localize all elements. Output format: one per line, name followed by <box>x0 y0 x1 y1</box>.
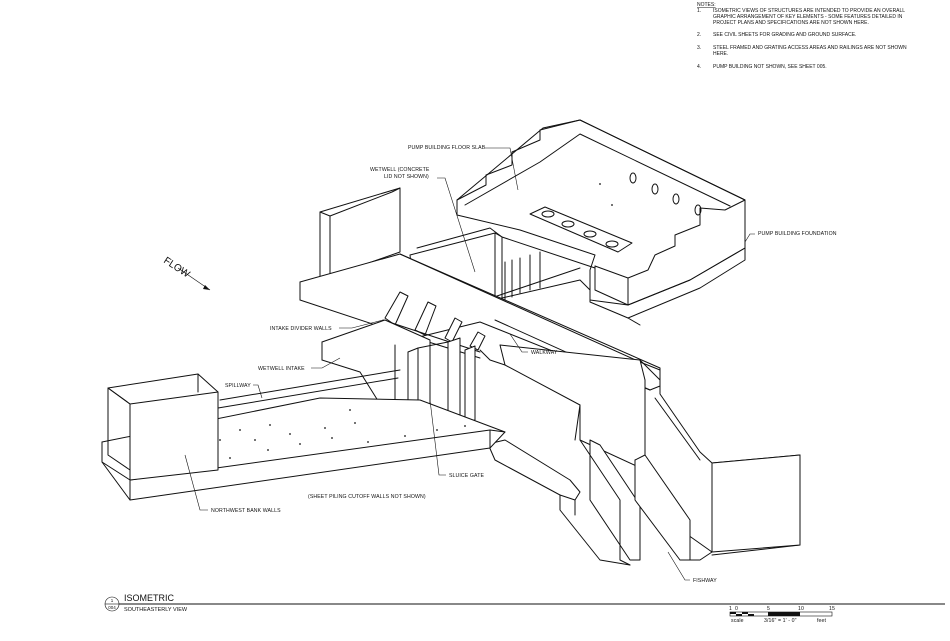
label-walkway: WALKWAY <box>531 350 558 356</box>
label-spillway: SPILLWAY <box>225 383 251 389</box>
label-sheet-piling-note: (SHEET PILING CUTOFF WALLS NOT SHOWN) <box>308 494 426 500</box>
label-pump-building-floor-slab: PUMP BUILDING FLOOR SLAB <box>408 145 486 151</box>
note-2-line-1: SEE CIVIL SHEETS FOR GRADING AND GROUND … <box>713 32 856 38</box>
notes-block: NOTES: 1. ISOMETRIC VIEWS OF STRUCTURES … <box>697 2 907 70</box>
note-4-number: 4. <box>697 64 701 70</box>
scale-tick-label: 0 <box>735 606 738 612</box>
note-1-line-3: PROJECT PLANS AND SPECIFICATIONS ARE NOT… <box>713 20 869 26</box>
note-3-line-2: HERE. <box>713 51 728 57</box>
scale-unit: feet <box>817 618 827 624</box>
note-1-number: 1. <box>697 8 701 14</box>
label-sluice-gate: SLUICE GATE <box>449 473 484 479</box>
label-flow: FLOW <box>161 255 192 280</box>
note-1-line-2: GRAPHIC ARRANGEMENT OF KEY ELEMENTS - SO… <box>713 14 903 20</box>
note-2-number: 2. <box>697 32 701 38</box>
scale-tick-label: 5 <box>767 606 770 612</box>
fishway-channel-shape <box>487 439 713 566</box>
label-wetwell-intake: WETWELL INTAKE <box>258 366 305 372</box>
scale-bar: 1 0 5 10 15 scale 3/16" = 1' - 0" feet <box>729 606 835 624</box>
scale-tick-label: 1 <box>729 606 732 612</box>
note-4-line-1: PUMP BUILDING NOT SHOWN, SEE SHEET 005. <box>713 64 827 70</box>
view-title-block: 1 004 ISOMETRIC SOUTHEASTERLY VIEW <box>104 593 945 613</box>
isometric-structure <box>101 119 801 566</box>
label-wetwell-line-1: WETWELL (CONCRETE <box>370 167 430 173</box>
leader-lines <box>177 147 755 581</box>
label-pump-building-foundation: PUMP BUILDING FOUNDATION <box>758 231 837 237</box>
scale-tick-label: 15 <box>829 606 835 612</box>
view-subtitle: SOUTHEASTERLY VIEW <box>124 607 188 613</box>
scale-tick-label: 10 <box>798 606 804 612</box>
label-fishway: FISHWAY <box>693 578 717 584</box>
notes-heading: NOTES: <box>697 2 716 8</box>
pump-building-foundation-shape <box>456 119 746 319</box>
view-title: ISOMETRIC <box>124 593 175 603</box>
note-3-number: 3. <box>697 45 701 51</box>
northwest-bank-walls-shape <box>107 373 219 481</box>
sheet-number: 004 <box>108 605 116 610</box>
label-wetwell-line-2: LID NOT SHOWN) <box>384 174 429 180</box>
spillway-bolt-dots <box>219 409 466 459</box>
note-1-line-1: ISOMETRIC VIEWS OF STRUCTURES ARE INTEND… <box>713 8 905 14</box>
scale-word: scale <box>731 618 744 624</box>
fishway-wall-shape <box>499 344 801 556</box>
scale-ratio: 3/16" = 1' - 0" <box>764 618 797 624</box>
note-3-line-1: STEEL FRAMED AND GRATING ACCESS AREAS AN… <box>713 45 907 51</box>
label-intake-divider-walls: INTAKE DIVIDER WALLS <box>270 326 332 332</box>
label-northwest-bank-walls: NORTHWEST BANK WALLS <box>211 508 281 514</box>
view-number: 1 <box>111 598 114 603</box>
